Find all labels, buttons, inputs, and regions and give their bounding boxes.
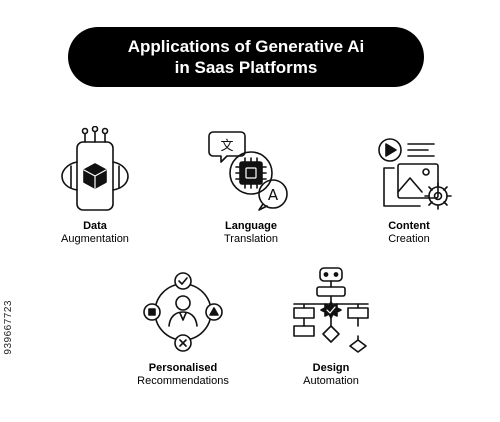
title-line-2: in Saas Platforms [174, 58, 318, 77]
title-line-1: Applications of Generative Ai [127, 37, 365, 56]
phone-cube-icon [61, 126, 129, 211]
item-title: Personalised [148, 362, 218, 374]
item-data-augmentation: Data Augmentation [40, 126, 150, 246]
item-design-automation: Design Automation [276, 266, 386, 388]
item-subtitle: Automation [303, 375, 359, 387]
item-subtitle: Augmentation [61, 233, 129, 245]
item-title: Content [388, 220, 430, 232]
item-title: Data [83, 220, 107, 232]
user-options-icon [143, 272, 223, 352]
robot-flowchart-icon [293, 267, 369, 353]
item-content-creation: Content Creation [354, 126, 464, 246]
stock-id: 939667723 [3, 300, 14, 355]
translate-target-glyph: A [268, 186, 279, 204]
item-subtitle: Translation [223, 233, 278, 245]
item-language-translation: 文 A Language Translation [196, 126, 306, 246]
title-banner: Applications of Generative Ai in Saas Pl… [68, 27, 424, 87]
item-title: Design [312, 362, 350, 374]
media-gear-icon [378, 138, 452, 210]
item-subtitle: Creation [388, 233, 430, 245]
item-personalised-recommendations: Personalised Recommendations [118, 270, 248, 388]
item-subtitle: Recommendations [137, 375, 229, 387]
translate-source-glyph: 文 [220, 139, 233, 154]
item-title: Language [225, 220, 277, 232]
chip-translate-icon: 文 A [208, 131, 288, 211]
